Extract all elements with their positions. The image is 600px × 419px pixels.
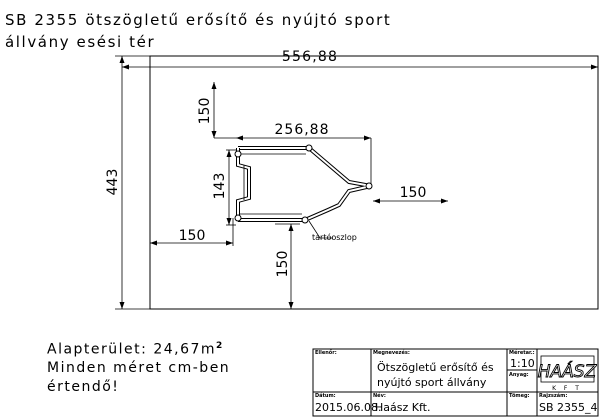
datum-label: Dátum: bbox=[315, 393, 336, 399]
post-bottom-right bbox=[301, 216, 309, 224]
equipment-frame bbox=[234, 144, 373, 224]
anyag-label: Anyag: bbox=[509, 372, 529, 378]
top-clearance-label: 150 bbox=[197, 98, 213, 125]
post-bottom-left bbox=[234, 214, 242, 222]
overall-width-label: 556,88 bbox=[282, 49, 338, 65]
product-name-line2: nyújtó sport állvány bbox=[377, 376, 487, 389]
nev-label: Név: bbox=[373, 393, 386, 399]
post-apex bbox=[365, 182, 373, 190]
product-name-line1: Ötszögletű erősítő és bbox=[377, 361, 494, 374]
rajzszam-label: Rajzszám: bbox=[539, 393, 568, 399]
frame-height-label: 143 bbox=[212, 173, 228, 200]
drawing-title-line2: állvány esési tér bbox=[5, 33, 156, 51]
area-exponent: 2 bbox=[216, 341, 224, 351]
left-clearance-label: 150 bbox=[179, 228, 206, 244]
top-clearance-dimension bbox=[211, 82, 236, 139]
date-value: 2015.06.08. bbox=[315, 401, 382, 414]
post-top-right bbox=[305, 144, 313, 152]
meretarany-label: Méretar.: bbox=[509, 350, 535, 356]
area-label: Alapterület: 24,67m bbox=[47, 341, 217, 358]
logo-box bbox=[540, 355, 595, 383]
frame-width-dimension bbox=[236, 135, 372, 185]
fall-zone-rectangle bbox=[149, 55, 599, 310]
tomeg-label: Tömeg: bbox=[509, 393, 530, 399]
bottom-clearance-dimension bbox=[275, 223, 300, 309]
company-logo: HAÁSZ bbox=[538, 360, 597, 382]
ellenor-label: Ellenőr: bbox=[315, 350, 337, 356]
drawing-title-line1: SB 2355 ötszögletű erősítő és nyújtó spo… bbox=[5, 11, 392, 29]
units-note-end: értendő! bbox=[47, 379, 120, 395]
company-logo-sub: K F T bbox=[552, 385, 582, 392]
overall-height-label: 443 bbox=[105, 169, 121, 196]
support-post-label: tartóoszlop bbox=[312, 232, 357, 242]
post-top-left bbox=[234, 150, 242, 158]
area-note: Alapterület: 24,67m2 bbox=[47, 341, 224, 358]
title-block bbox=[312, 348, 599, 417]
right-clearance-label: 150 bbox=[400, 185, 427, 201]
left-clearance-dimension bbox=[150, 218, 234, 246]
bottom-clearance-label: 150 bbox=[275, 251, 291, 278]
support-post-leader bbox=[308, 220, 333, 239]
megnevezes-label: Megnevezés: bbox=[373, 350, 410, 356]
scale-value: 1:10 bbox=[510, 357, 535, 370]
company-name: Haász Kft. bbox=[375, 401, 431, 414]
drawing-number: SB 2355_4 bbox=[539, 401, 598, 414]
overall-height-dimension bbox=[115, 55, 150, 310]
frame-width-label: 256,88 bbox=[275, 122, 330, 138]
units-note: Minden méret cm-ben bbox=[47, 360, 231, 376]
frame-height-dimension bbox=[226, 149, 236, 226]
